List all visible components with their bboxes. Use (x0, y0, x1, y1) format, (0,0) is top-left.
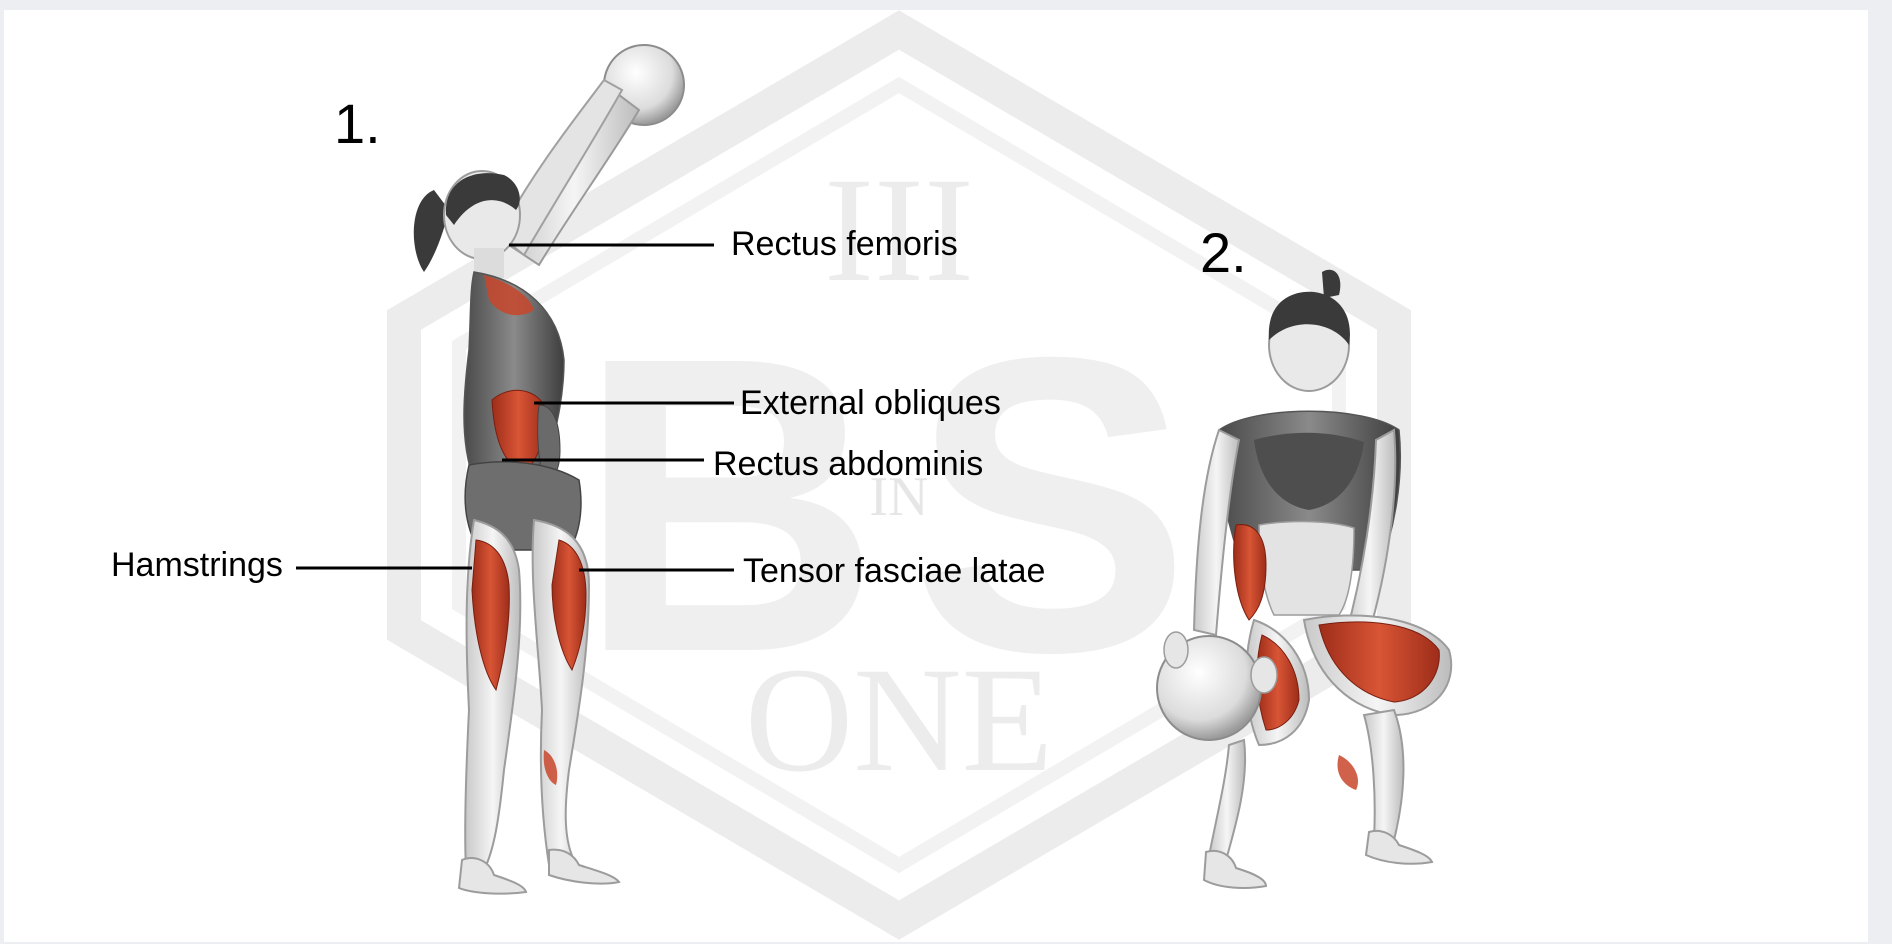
step-number-2: 2. (1200, 221, 1247, 284)
exercise-illustration: III BS IN ONE (296, 10, 1453, 940)
hand-right (1250, 656, 1278, 694)
watermark-small-text: IN (869, 466, 928, 528)
hair-ponytail (413, 190, 449, 272)
hand-left (1163, 631, 1189, 669)
foot-front (548, 848, 621, 885)
step-number-1: 1. (334, 92, 381, 155)
chest-shade (1254, 432, 1364, 510)
rectus-abdominis-muscle (1258, 520, 1355, 616)
label-rectus-femoris: Rectus femoris (731, 225, 958, 263)
shin-right (1362, 708, 1405, 842)
foot-right (1364, 829, 1434, 865)
hair-bun (1322, 269, 1341, 298)
arm-raised-back (497, 78, 624, 257)
watermark-middle-text: BS (577, 271, 1220, 740)
figure-squat (1156, 269, 1453, 889)
label-tensor-fasciae-latae: Tensor fasciae latae (743, 552, 1046, 590)
hamstrings-muscle (471, 539, 510, 692)
shin-left (1207, 738, 1247, 862)
tensor-fasciae-latae-muscle (551, 539, 587, 672)
calf-muscle (1337, 755, 1359, 790)
hair (445, 173, 520, 225)
external-obliques-muscle (1233, 524, 1267, 621)
watermark-hexagon-outer (387, 10, 1411, 940)
watermark-top-text: III (824, 147, 974, 313)
calf-muscle (543, 750, 558, 785)
illustration-canvas: III BS IN ONE (4, 10, 1868, 942)
shoulder-muscle (484, 275, 534, 316)
label-hamstrings: Hamstrings (111, 546, 283, 584)
leader-lines (296, 243, 734, 572)
watermark-logo: III BS IN ONE (387, 10, 1411, 940)
arm-left (1192, 428, 1241, 637)
label-rectus-abdominis: Rectus abdominis (713, 445, 984, 483)
quadriceps-muscle (1318, 621, 1440, 703)
watermark-bottom-text: ONE (745, 637, 1053, 803)
label-external-obliques: External obliques (740, 384, 1001, 422)
hair (1268, 291, 1350, 345)
foot-left (1202, 849, 1268, 889)
foot-back (457, 857, 528, 895)
